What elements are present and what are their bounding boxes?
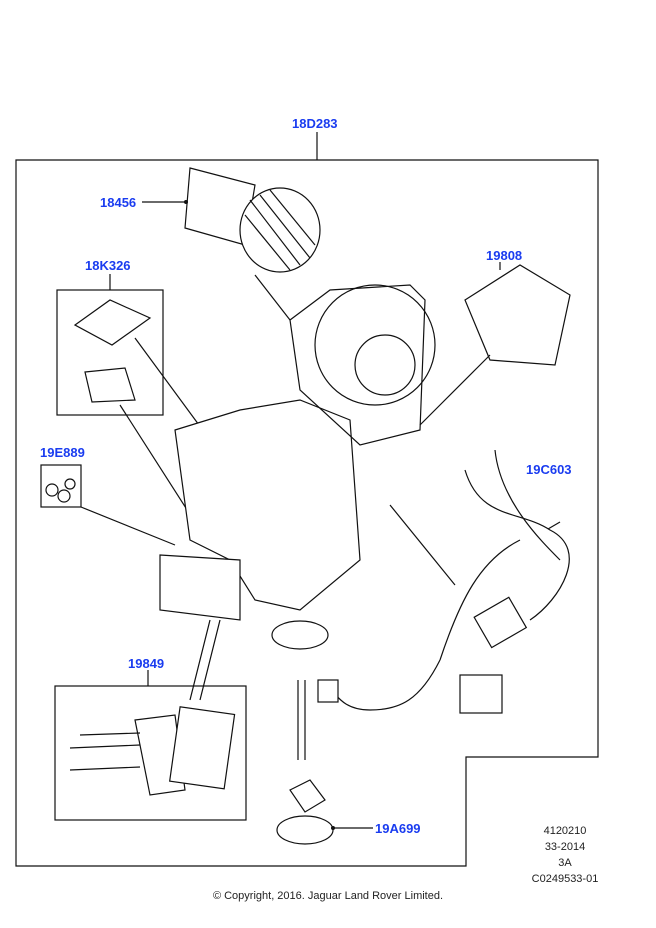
callout-19E889[interactable]: 19E889 xyxy=(40,445,85,460)
callout-19808[interactable]: 19808 xyxy=(486,248,523,263)
blower-motor-drawing xyxy=(142,167,321,321)
diagram-info: 4120210 33-2014 3A C0249533-01 xyxy=(510,823,620,887)
info-line-3: 3A xyxy=(558,857,572,869)
callout-19849[interactable]: 19849 xyxy=(128,656,165,671)
callout-19C603[interactable]: 19C603 xyxy=(526,462,572,477)
info-line-1: 4120210 xyxy=(543,825,587,837)
actuator-box xyxy=(54,685,247,821)
info-line-2: 33-2014 xyxy=(544,841,586,853)
callout-18D283[interactable]: 18D283 xyxy=(292,116,338,131)
heater-housing-drawing xyxy=(159,284,436,650)
copyright: © Copyright, 2016. Jaguar Land Rover Lim… xyxy=(212,890,444,902)
callout-19A699[interactable]: 19A699 xyxy=(375,821,421,836)
seal-kit-box xyxy=(40,464,82,508)
harness-drawing xyxy=(317,449,570,714)
assembly-frame xyxy=(15,159,599,867)
resistor-drawing xyxy=(464,264,571,366)
info-line-4: C0249533-01 xyxy=(531,873,599,885)
callout-18K326[interactable]: 18K326 xyxy=(85,258,131,273)
callout-18456[interactable]: 18456 xyxy=(100,195,137,210)
